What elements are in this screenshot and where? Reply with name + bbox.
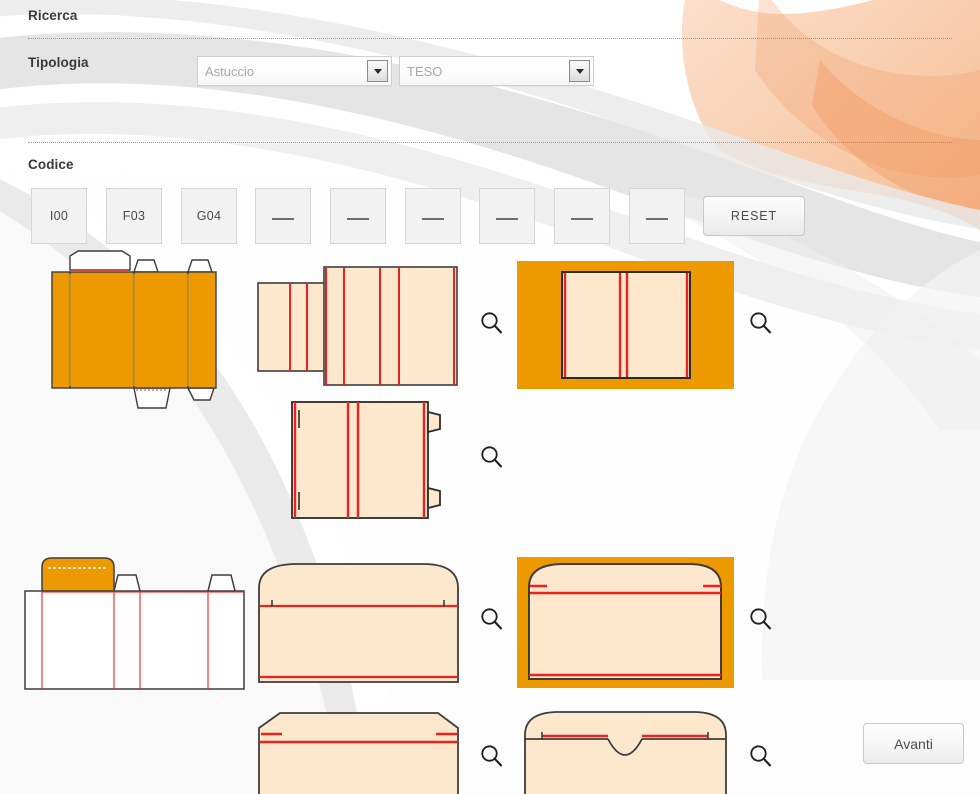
code-chip-2[interactable]: F03 (106, 188, 162, 244)
magnifier-icon-a2[interactable] (748, 310, 774, 336)
page-title: Ricerca (28, 8, 78, 23)
code-chip-3[interactable]: G04 (181, 188, 237, 244)
diagram-option-b1[interactable] (256, 560, 462, 684)
code-chip-1[interactable]: I00 (31, 188, 87, 244)
select-tipologia-secondary-value: TESO (407, 63, 443, 79)
magnifier-icon-b2[interactable] (748, 606, 774, 632)
tipologia-label: Tipologia (28, 55, 89, 70)
diagram-option-b2[interactable] (517, 557, 734, 688)
magnifier-icon-b1[interactable] (479, 606, 505, 632)
avanti-button-label: Avanti (894, 735, 933, 752)
code-chip-7[interactable] (479, 188, 535, 244)
magnifier-icon-b4[interactable] (748, 743, 774, 769)
code-chip-1-label: I00 (49, 209, 69, 223)
chevron-down-icon[interactable] (569, 60, 590, 82)
chevron-down-icon[interactable] (367, 60, 388, 82)
magnifier-icon-b3[interactable] (479, 743, 505, 769)
avanti-button[interactable]: Avanti (863, 723, 964, 764)
code-chip-5-placeholder (347, 218, 369, 220)
select-tipologia-primary[interactable]: Astuccio (197, 56, 392, 86)
reset-button-label: RESET (730, 209, 778, 223)
diagram-preview-orange-sleeve[interactable] (48, 250, 223, 410)
code-chip-8-placeholder (571, 218, 593, 220)
code-chip-2-label: F03 (122, 209, 146, 223)
code-chip-3-label: G04 (196, 209, 222, 223)
diagram-option-b4[interactable] (520, 705, 730, 794)
code-chip-9-placeholder (646, 218, 668, 220)
code-chip-9[interactable] (629, 188, 685, 244)
code-chip-8[interactable] (554, 188, 610, 244)
code-chip-4-placeholder (272, 218, 294, 220)
diagram-preview-white-tray[interactable] (22, 553, 247, 695)
diagram-option-a1[interactable] (256, 265, 461, 390)
code-chip-4[interactable] (255, 188, 311, 244)
code-chip-5[interactable] (330, 188, 386, 244)
code-chip-7-placeholder (496, 218, 518, 220)
select-tipologia-secondary[interactable]: TESO (399, 56, 594, 86)
magnifier-icon-a1[interactable] (479, 310, 505, 336)
diagram-option-a2[interactable] (517, 261, 734, 389)
magnifier-icon-a3[interactable] (479, 444, 505, 470)
select-tipologia-primary-value: Astuccio (205, 63, 255, 79)
code-chip-6[interactable] (405, 188, 461, 244)
reset-button[interactable]: RESET (703, 196, 805, 236)
divider-top (28, 38, 952, 39)
diagram-option-b3[interactable] (256, 710, 462, 794)
divider-middle (28, 142, 952, 143)
diagram-option-a3[interactable] (288, 398, 448, 522)
codice-label: Codice (28, 157, 74, 172)
code-chip-6-placeholder (422, 218, 444, 220)
